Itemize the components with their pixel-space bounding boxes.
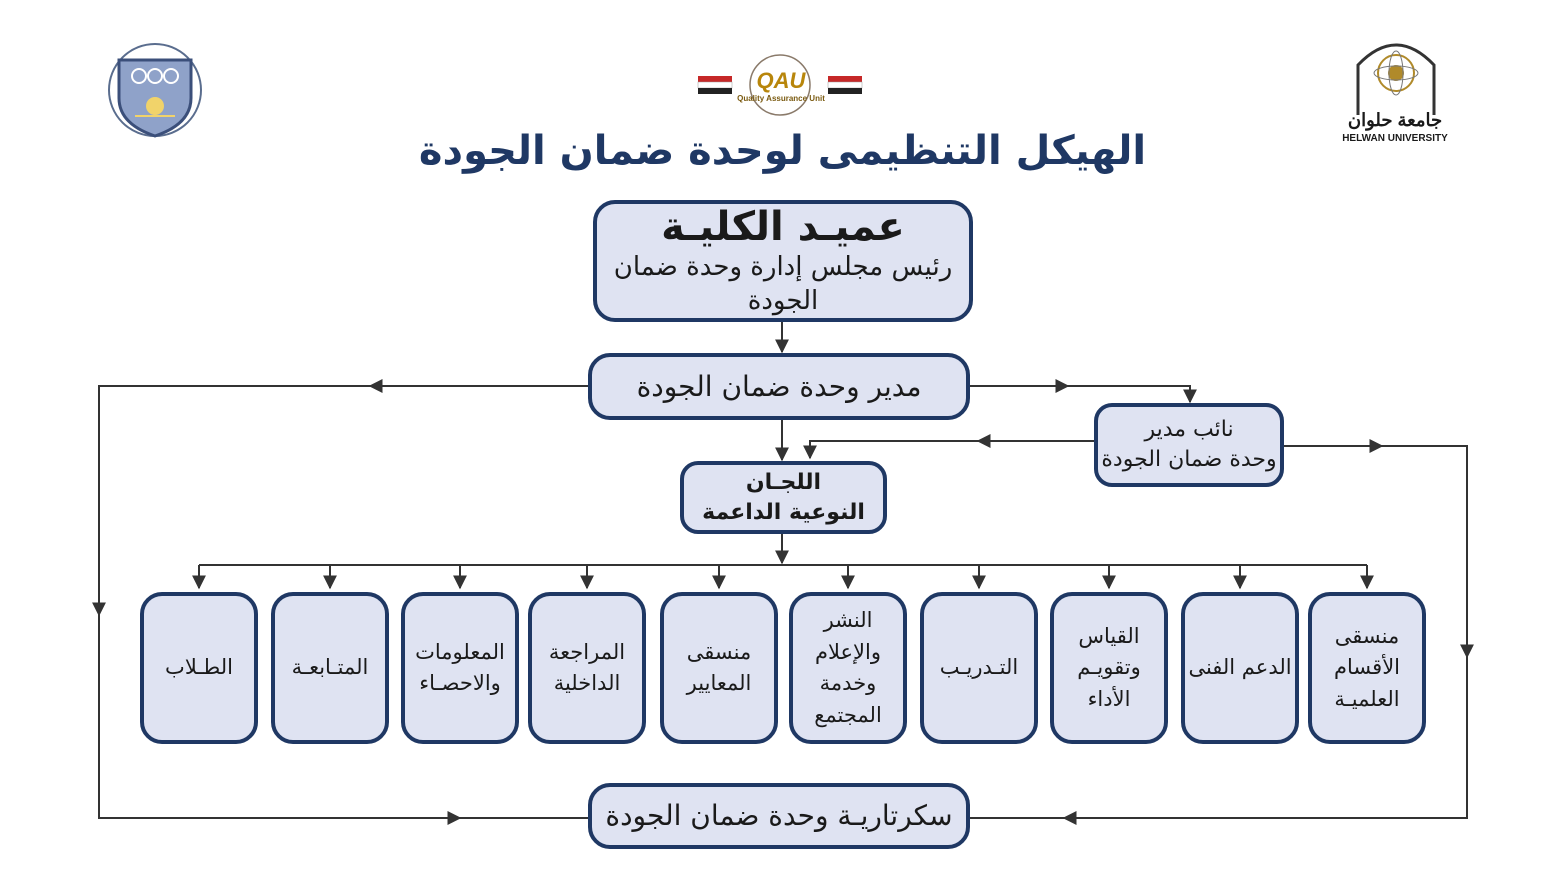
committees-box: اللجـان النوعية الداعمة xyxy=(680,461,887,534)
page-title: الهيكل التنظيمى لوحدة ضمان الجودة xyxy=(418,128,1147,174)
department-label: المجتمع xyxy=(814,702,882,727)
department-box: منسقى المعايير xyxy=(660,592,778,744)
qau-logo xyxy=(697,54,863,116)
director-label: مدير وحدة ضمان الجودة xyxy=(636,369,922,403)
department-label: الأداء xyxy=(1087,686,1131,711)
department-label: الدعم الفنى xyxy=(1188,655,1292,680)
department-label: وتقويـم xyxy=(1077,655,1141,680)
department-box: المتـابعـة xyxy=(271,592,389,744)
department-label: القياس xyxy=(1078,623,1140,648)
secretariat-box: سكرتاريـة وحدة ضمان الجودة xyxy=(588,783,970,849)
department-box: المعلومات والاحصـاء xyxy=(401,592,519,744)
department-label: المتـابعـة xyxy=(291,655,369,680)
department-label: والاحصـاء xyxy=(419,671,501,695)
department-label: العلميـة xyxy=(1334,686,1400,711)
department-box: المراجعة الداخلية xyxy=(528,592,646,744)
department-label: منسقى xyxy=(1334,623,1400,648)
department-label: الداخلية xyxy=(553,671,621,695)
deputy-label-line1: نائب مدير xyxy=(1144,417,1234,443)
qau-name: Quality Assurance Unit xyxy=(737,94,825,103)
deputy-label-line2: وحدة ضمان الجودة xyxy=(1101,447,1277,472)
department-label: والإعلام وخدمة xyxy=(814,639,881,696)
department-label: المعلومات xyxy=(415,639,505,664)
helwan-name-ar: جامعة حلوان xyxy=(1347,110,1443,130)
director-box: مدير وحدة ضمان الجودة xyxy=(588,353,970,420)
department-label: المراجعة xyxy=(548,639,626,664)
faculty-logo xyxy=(108,43,202,138)
department-box: التـدريـب xyxy=(920,592,1038,744)
dean-title: عميـد الكليـة xyxy=(661,204,905,251)
department-label: الأقسام xyxy=(1334,655,1400,680)
dean-subtitle: رئيس مجلس إدارة وحدة ضمان الجودة xyxy=(613,252,953,316)
department-label: منسقى xyxy=(686,639,752,664)
connector-lines xyxy=(92,322,1474,825)
department-box: منسقى الأقسام العلميـة xyxy=(1308,592,1426,744)
department-label: الطـلاب xyxy=(165,655,233,680)
department-box: القياس وتقويـم الأداء xyxy=(1050,592,1168,744)
helwan-university-logo xyxy=(1356,43,1436,115)
qau-abbrev: QAU xyxy=(756,68,806,93)
department-label: المعايير xyxy=(686,671,752,695)
secretariat-label: سكرتاريـة وحدة ضمان الجودة xyxy=(605,799,953,833)
department-label: النشر xyxy=(823,608,873,632)
department-box: النشر والإعلام وخدمة المجتمع xyxy=(789,592,907,744)
department-label: التـدريـب xyxy=(939,655,1019,680)
department-drop-arrows xyxy=(192,565,1374,590)
committees-label-line1: اللجـان xyxy=(745,469,822,495)
dean-box: عميـد الكليـة رئيس مجلس إدارة وحدة ضمان … xyxy=(593,200,973,322)
deputy-box: نائب مدير وحدة ضمان الجودة xyxy=(1094,403,1284,487)
department-box: الطـلاب xyxy=(140,592,258,744)
helwan-name-en: HELWAN UNIVERSITY xyxy=(1342,133,1448,144)
committees-label-line2: النوعية الداعمة xyxy=(702,499,865,525)
department-box: الدعم الفنى xyxy=(1181,592,1299,744)
